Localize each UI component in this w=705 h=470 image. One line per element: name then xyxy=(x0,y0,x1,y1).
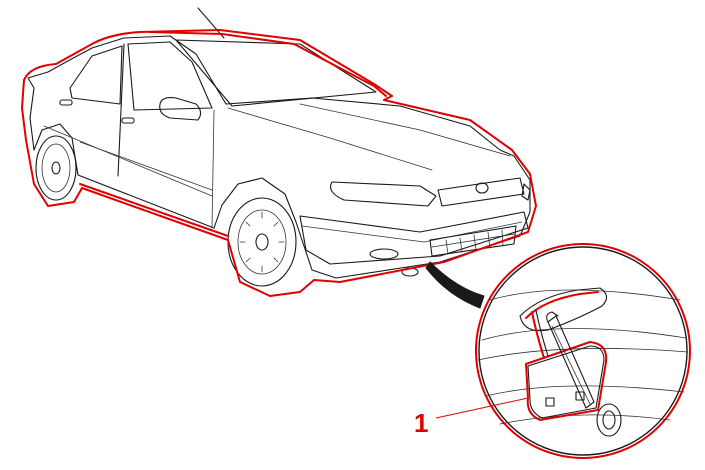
cover-clip-right xyxy=(575,391,585,401)
car-body-outline xyxy=(27,35,531,279)
inset-pointer xyxy=(425,261,485,309)
inset-slot-highlight xyxy=(525,291,599,319)
car-line-art xyxy=(27,7,531,287)
towing-eye xyxy=(546,311,622,437)
cover-flap-highlight xyxy=(525,341,608,421)
callout-leader-line xyxy=(435,397,529,419)
rear-wheel xyxy=(35,135,77,201)
side-molding xyxy=(79,141,213,191)
rear-door-handle xyxy=(59,99,73,106)
sill-highlight xyxy=(79,183,229,237)
b-pillar xyxy=(117,43,125,177)
headlight xyxy=(329,181,437,207)
inset-circle xyxy=(478,246,688,456)
corner-light xyxy=(521,183,531,201)
hood-crease-right xyxy=(299,103,511,157)
brand-logo xyxy=(475,182,489,194)
cover-clip-left xyxy=(545,397,555,407)
towing-eye-cover-flap xyxy=(527,345,605,419)
cover-tether xyxy=(535,309,549,357)
upper-grille xyxy=(437,177,525,207)
front-side-window xyxy=(127,41,213,111)
roof-highlight xyxy=(149,31,387,97)
fog-light xyxy=(369,248,399,260)
detail-inset xyxy=(425,243,691,459)
tether-highlight xyxy=(531,311,545,359)
body-crease xyxy=(43,125,213,197)
front-door-edge xyxy=(211,109,215,229)
lower-grille xyxy=(429,225,517,257)
inset-highlight-ring xyxy=(475,243,691,459)
side-mirror xyxy=(159,97,202,121)
hood-crease-left xyxy=(227,107,433,171)
front-door-handle xyxy=(121,117,135,124)
inset-bumper-lines xyxy=(477,289,689,425)
bumper-rub-strip xyxy=(301,221,523,243)
windshield xyxy=(175,39,377,107)
callout-number: 1 xyxy=(414,408,428,438)
callout-1: 1 xyxy=(414,397,529,438)
front-bumper xyxy=(299,211,529,265)
car-highlight-outline xyxy=(21,29,537,297)
rear-side-window xyxy=(69,45,123,105)
